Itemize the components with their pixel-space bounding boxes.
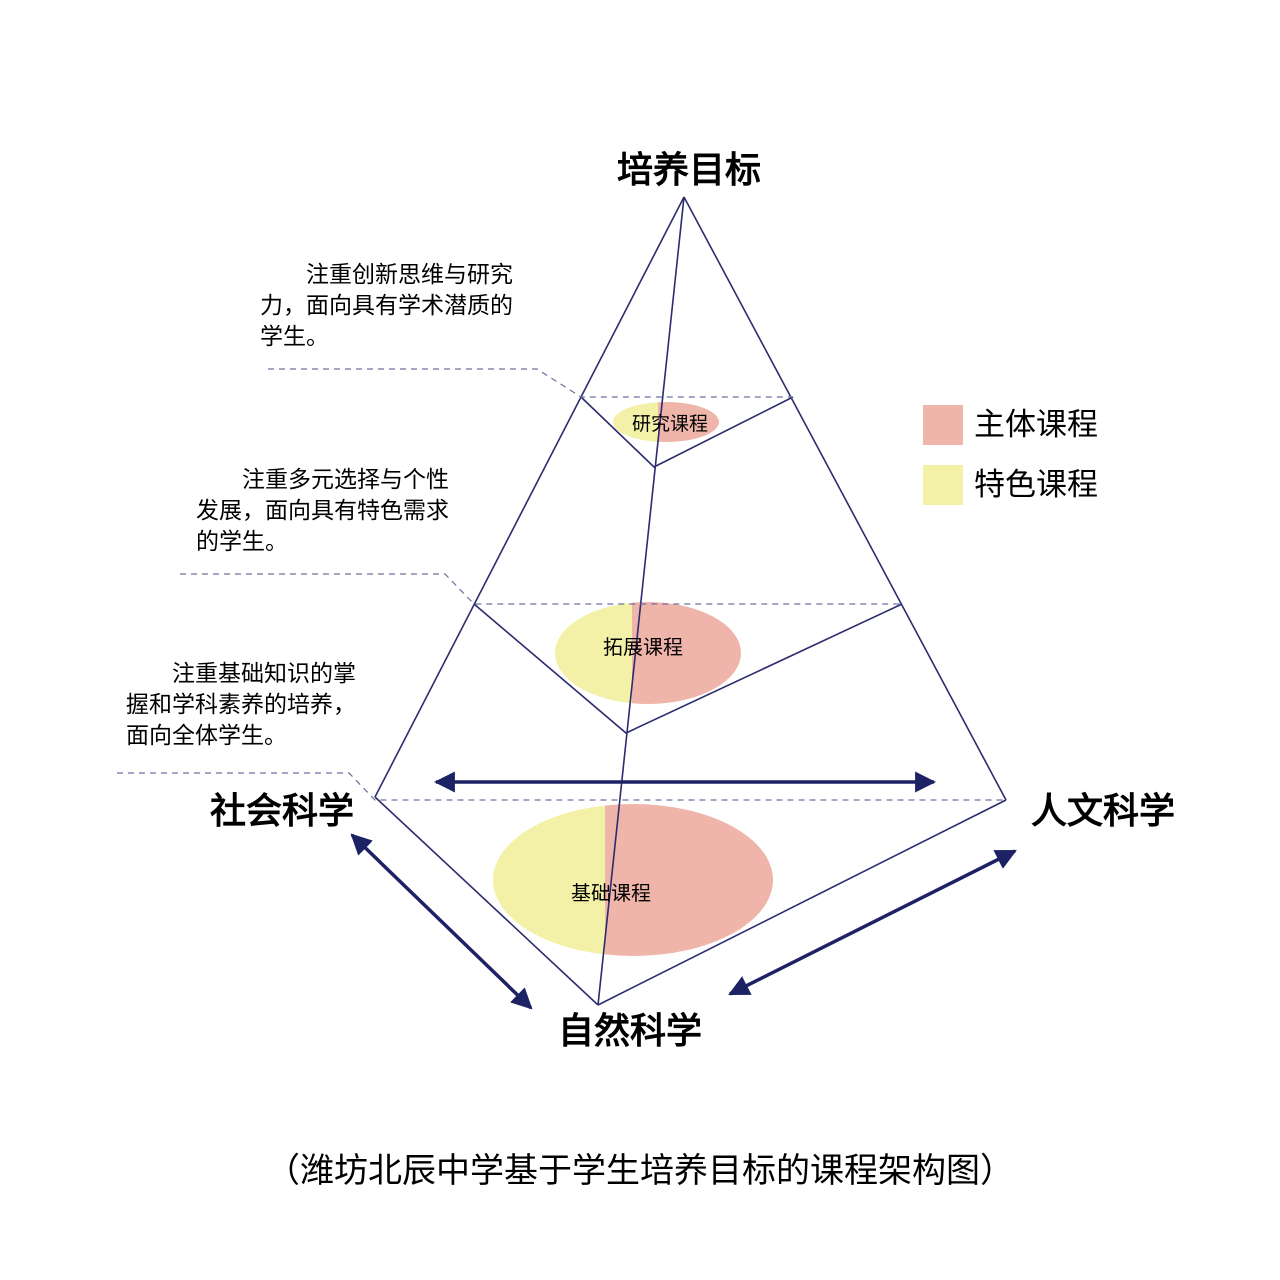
legend-label-feature: 特色课程 xyxy=(974,467,1098,503)
note-research: 注重创新思维与研究力，面向具有学术潜质的学生。 xyxy=(260,262,513,350)
legend-swatch-main xyxy=(923,405,963,445)
legend-label-main: 主体课程 xyxy=(974,407,1098,443)
course-label-research: 研究课程 xyxy=(632,413,708,435)
section-research xyxy=(580,396,794,468)
legend-swatch-feature xyxy=(923,465,963,505)
course-bubble-research xyxy=(613,402,719,442)
node-label-goal: 培养目标 xyxy=(617,149,761,191)
dashed-line-basic xyxy=(117,772,1006,801)
course-bubble-extension xyxy=(555,602,741,704)
dashed-line-extension xyxy=(180,573,902,605)
arrow-humanities-natural xyxy=(728,849,1017,996)
note-basic: 注重基础知识的掌握和学科素养的培养，面向全体学生。 xyxy=(126,661,356,749)
figure-caption: （潍坊北辰中学基于学生培养目标的课程架构图） xyxy=(266,1151,1014,1191)
research-main-half xyxy=(658,402,719,442)
node-label-social-science: 社会科学 xyxy=(210,790,354,832)
connector-arrows xyxy=(350,771,1017,1010)
node-label-natural-science: 自然科学 xyxy=(558,1010,702,1052)
edge-apex-front xyxy=(597,196,685,1006)
dashed-level-lines xyxy=(117,368,1006,801)
edge-apex-right xyxy=(683,196,1007,801)
extension-feature-half xyxy=(555,602,632,704)
section-extension xyxy=(473,603,903,734)
note-extension: 注重多元选择与个性发展，面向具有特色需求的学生。 xyxy=(196,467,449,555)
research-feature-half xyxy=(613,402,658,442)
node-label-humanities: 人文科学 xyxy=(1031,790,1175,832)
dashed-line-research xyxy=(268,368,793,398)
course-bubble-basic xyxy=(493,804,773,956)
arrow-social-natural xyxy=(350,833,533,1010)
extension-main-half xyxy=(632,602,741,704)
course-label-extension: 拓展课程 xyxy=(603,635,683,659)
edge-apex-left xyxy=(374,196,685,798)
course-label-basic: 基础课程 xyxy=(571,881,651,905)
